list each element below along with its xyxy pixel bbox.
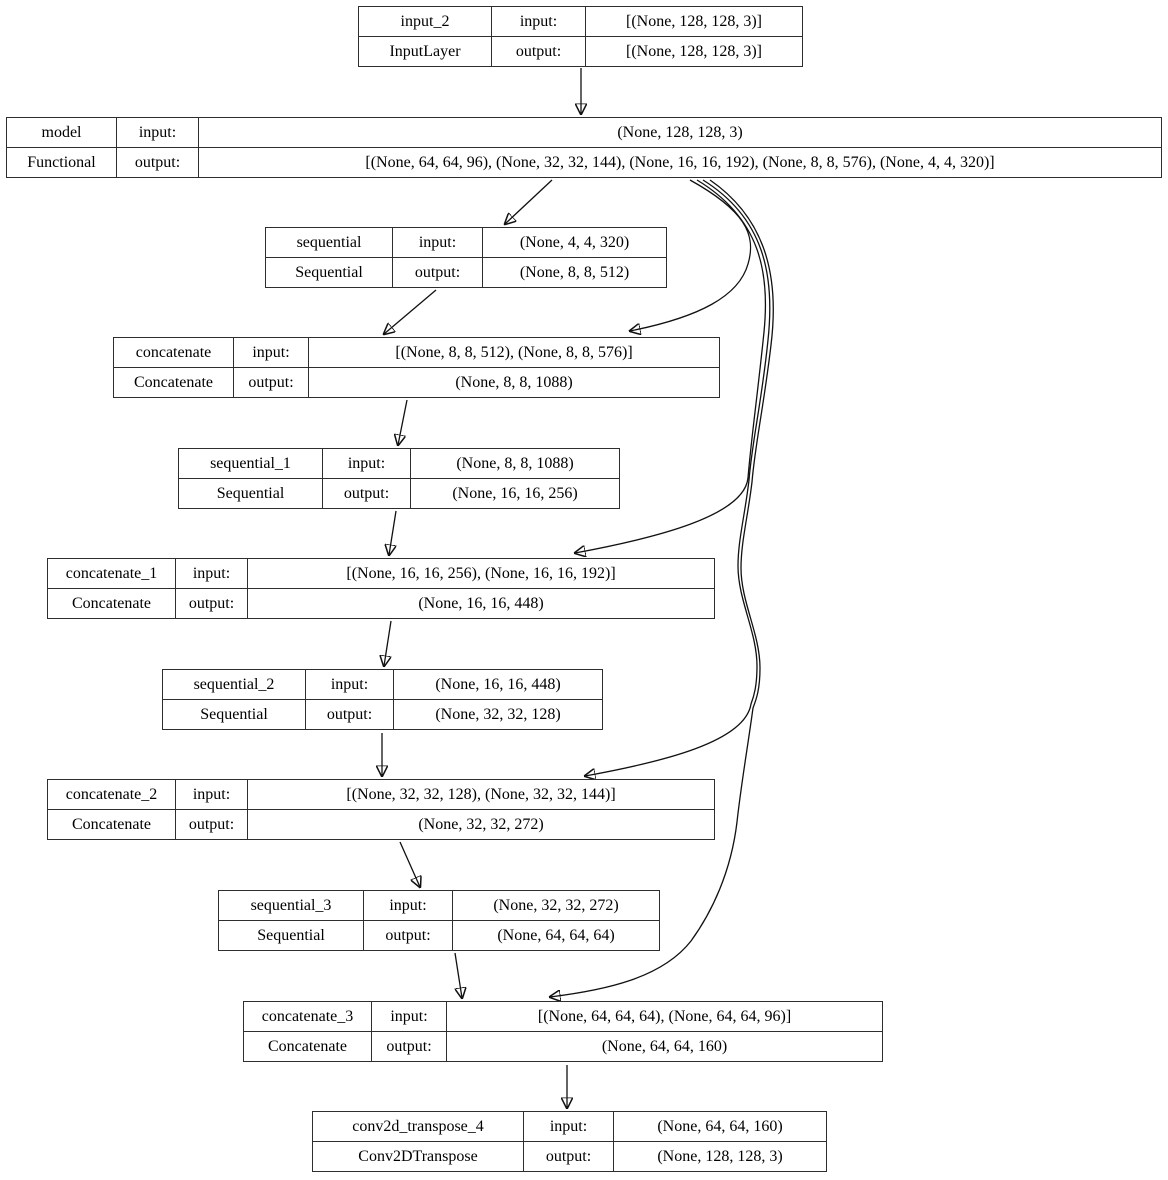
input-label: input: <box>492 7 586 36</box>
layer-name: sequential_2 <box>163 670 306 699</box>
layer-name: input_2 <box>359 7 492 36</box>
input-label: input: <box>176 559 248 588</box>
input-shape: (None, 64, 64, 160) <box>657 1117 783 1135</box>
layer-name: concatenate_1 <box>48 559 176 588</box>
node-sequential: sequential input: (None, 4, 4, 320) Sequ… <box>265 227 667 288</box>
layer-name: concatenate_2 <box>48 780 176 809</box>
input-shape: [(None, 16, 16, 256), (None, 16, 16, 192… <box>346 564 616 582</box>
layer-name: sequential <box>266 228 393 257</box>
output-label: output: <box>393 258 483 287</box>
edge-sequential_3-concatenate_3 <box>454 952 462 998</box>
node-sequential_1: sequential_1 input: (None, 8, 8, 1088) S… <box>178 448 620 509</box>
edge-model-sequential <box>505 179 553 224</box>
input-label: input: <box>323 449 411 478</box>
edge-sequential_1-concatenate_1 <box>389 510 397 555</box>
input-label: input: <box>393 228 483 257</box>
edge-concatenate_1-sequential_2 <box>384 620 392 666</box>
layer-name: concatenate <box>114 338 234 367</box>
node-concatenate_2: concatenate_2 input: [(None, 32, 32, 128… <box>47 779 715 840</box>
node-conv2d_transpose_4: conv2d_transpose_4 input: (None, 64, 64,… <box>312 1111 827 1172</box>
input-label: input: <box>117 118 199 147</box>
input-shape: [(None, 32, 32, 128), (None, 32, 32, 144… <box>346 785 616 803</box>
edge-model-concatenate_2 <box>585 179 771 776</box>
layer-name: concatenate_3 <box>244 1002 372 1031</box>
output-label: output: <box>492 37 586 66</box>
layer-type: Sequential <box>163 700 306 729</box>
input-label: input: <box>524 1112 614 1141</box>
layer-type: Functional <box>7 148 117 177</box>
output-shape: (None, 64, 64, 160) <box>601 1037 728 1055</box>
output-label: output: <box>117 148 199 177</box>
edge-concatenate_2-sequential_3 <box>399 841 420 887</box>
input-shape: [(None, 8, 8, 512), (None, 8, 8, 576)] <box>395 343 633 361</box>
node-input_2: input_2 input: [(None, 128, 128, 3)] Inp… <box>358 6 803 67</box>
edge-model-concatenate_3 <box>550 179 774 997</box>
output-label: output: <box>323 479 411 508</box>
layer-name: sequential_1 <box>179 449 323 478</box>
layer-name: sequential_3 <box>219 891 364 920</box>
node-model: model input: (None, 128, 128, 3) Functio… <box>6 117 1162 178</box>
output-label: output: <box>524 1142 614 1171</box>
layer-type: Concatenate <box>48 589 176 618</box>
output-shape: (None, 32, 32, 128) <box>435 705 561 723</box>
output-label: output: <box>176 810 248 839</box>
input-label: input: <box>176 780 248 809</box>
output-shape: (None, 128, 128, 3) <box>657 1147 783 1165</box>
output-shape: [(None, 128, 128, 3)] <box>626 42 762 60</box>
layer-name: conv2d_transpose_4 <box>313 1112 524 1141</box>
output-shape: (None, 16, 16, 448) <box>418 594 544 612</box>
input-shape: (None, 32, 32, 272) <box>493 896 619 914</box>
output-shape: (None, 64, 64, 64) <box>497 926 615 944</box>
input-shape: [(None, 64, 64, 64), (None, 64, 64, 96)] <box>537 1007 792 1025</box>
input-label: input: <box>364 891 453 920</box>
layer-type: Sequential <box>179 479 323 508</box>
edge-model-concatenate_1 <box>575 179 767 553</box>
output-label: output: <box>306 700 394 729</box>
output-label: output: <box>364 921 453 950</box>
output-shape: (None, 8, 8, 1088) <box>455 373 573 391</box>
node-sequential_3: sequential_3 input: (None, 32, 32, 272) … <box>218 890 660 951</box>
layer-type: Concatenate <box>48 810 176 839</box>
edge-sequential-concatenate <box>384 289 437 334</box>
input-label: input: <box>306 670 394 699</box>
output-shape: (None, 32, 32, 272) <box>418 815 544 833</box>
output-label: output: <box>234 368 309 397</box>
input-shape: (None, 128, 128, 3) <box>617 123 743 141</box>
output-shape: (None, 8, 8, 512) <box>519 263 630 281</box>
input-shape: (None, 4, 4, 320) <box>519 233 630 251</box>
layer-type: Concatenate <box>244 1032 372 1061</box>
layer-type: Conv2DTranspose <box>313 1142 524 1171</box>
layer-type: Sequential <box>219 921 364 950</box>
output-shape: [(None, 64, 64, 96), (None, 32, 32, 144)… <box>365 153 995 171</box>
node-concatenate: concatenate input: [(None, 8, 8, 512), (… <box>113 337 720 398</box>
layer-type: Concatenate <box>114 368 234 397</box>
node-concatenate_3: concatenate_3 input: [(None, 64, 64, 64)… <box>243 1001 883 1062</box>
input-label: input: <box>234 338 309 367</box>
output-label: output: <box>372 1032 447 1061</box>
input-shape: (None, 8, 8, 1088) <box>456 454 574 472</box>
output-shape: (None, 16, 16, 256) <box>452 484 578 502</box>
input-shape: (None, 16, 16, 448) <box>435 675 561 693</box>
input-shape: [(None, 128, 128, 3)] <box>626 12 762 30</box>
output-label: output: <box>176 589 248 618</box>
edge-model-concatenate <box>630 179 752 331</box>
input-label: input: <box>372 1002 447 1031</box>
node-sequential_2: sequential_2 input: (None, 16, 16, 448) … <box>162 669 603 730</box>
layer-type: Sequential <box>266 258 393 287</box>
node-concatenate_1: concatenate_1 input: [(None, 16, 16, 256… <box>47 558 715 619</box>
layer-name: model <box>7 118 117 147</box>
edge-concatenate-sequential_1 <box>398 399 408 445</box>
layer-type: InputLayer <box>359 37 492 66</box>
